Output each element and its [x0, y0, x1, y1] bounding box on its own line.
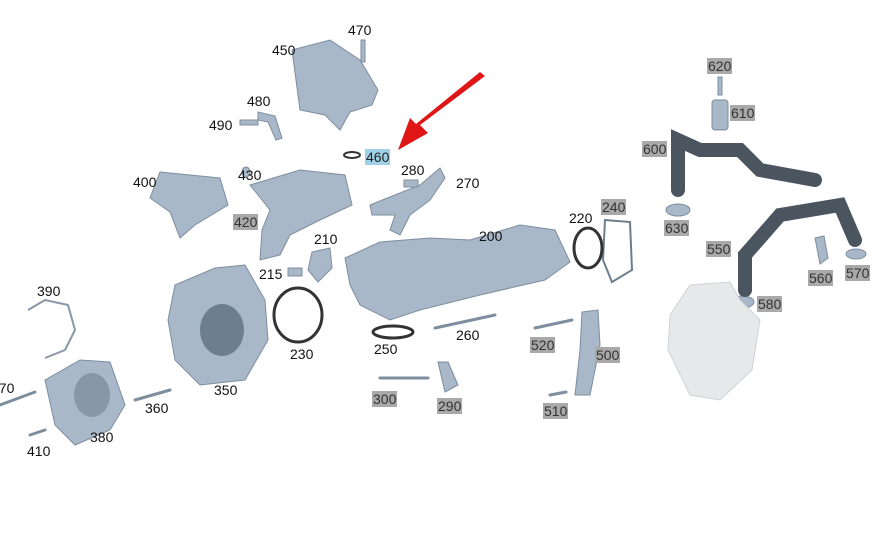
label-620: 620 [707, 58, 733, 74]
label-240: 240 [601, 199, 627, 215]
label-610: 610 [730, 105, 756, 121]
label-560: 560 [808, 270, 834, 286]
label-490: 490 [209, 117, 233, 133]
label-360: 360 [145, 400, 169, 416]
part-420-bracket [249, 169, 353, 261]
label-450: 450 [272, 42, 296, 58]
part-560-clamp [814, 235, 829, 265]
part-620-bolt [717, 76, 723, 96]
label-280: 280 [401, 162, 425, 178]
part-570-clamp [845, 248, 867, 260]
part-220-gasket-ring [572, 226, 604, 270]
part-390-wire-clip [27, 298, 77, 359]
label-215: 215 [259, 266, 283, 282]
part-430-nut [241, 166, 251, 178]
part-460-seal [343, 151, 361, 159]
label-220: 220 [569, 210, 593, 226]
label-350: 350 [214, 382, 238, 398]
label-550: 550 [706, 241, 732, 257]
part-630-clamp [665, 203, 691, 217]
part-215-bolt [287, 267, 303, 277]
label-600: 600 [642, 141, 668, 157]
part-290-bracket [437, 361, 459, 393]
part-550-hose [738, 197, 862, 297]
part-240-gasket [601, 218, 634, 284]
part-600-hose [671, 129, 822, 197]
label-200: 200 [479, 228, 503, 244]
label-630: 630 [664, 220, 690, 236]
part-pump [667, 281, 761, 401]
part-480-bracket [257, 111, 283, 141]
part-510-bolt [548, 390, 568, 397]
part-370-bolt [0, 390, 37, 407]
label-270: 270 [456, 175, 480, 191]
label-460: 460 [365, 149, 391, 165]
label-380: 380 [90, 429, 114, 445]
label-410: 410 [27, 443, 51, 459]
part-410-bolt [28, 428, 47, 437]
label-300: 300 [372, 391, 398, 407]
label-470: 470 [348, 22, 372, 38]
label-420: 420 [233, 214, 259, 230]
part-520-bolt [533, 318, 574, 330]
label-510: 510 [543, 403, 569, 419]
label-370: 370 [0, 380, 15, 396]
housing-bore [74, 373, 110, 417]
label-430: 430 [238, 167, 262, 183]
label-260: 260 [456, 327, 480, 343]
part-280-bolt [403, 179, 419, 188]
part-360-bolt [133, 388, 172, 402]
part-270-bracket [369, 167, 446, 236]
part-610-clamp [711, 99, 729, 131]
part-500-bracket [574, 309, 601, 396]
label-390: 390 [37, 283, 61, 299]
part-210-sensor [307, 247, 333, 283]
label-500: 500 [595, 347, 621, 363]
label-520: 520 [530, 337, 556, 353]
part-490-bolt [239, 119, 259, 126]
label-580: 580 [757, 296, 783, 312]
throttle-bore [200, 304, 244, 356]
part-470-bolt [360, 39, 366, 63]
label-290: 290 [437, 398, 463, 414]
part-260-bolt [433, 313, 497, 330]
label-250: 250 [374, 341, 398, 357]
part-400-bracket [149, 171, 229, 239]
label-230: 230 [290, 346, 314, 362]
part-450-reservoir [291, 39, 379, 131]
part-230-gasket-ring [272, 286, 324, 344]
label-480: 480 [247, 93, 271, 109]
label-570: 570 [845, 265, 871, 281]
part-200-egr-cooler [344, 224, 571, 321]
part-250-seal [371, 324, 415, 340]
highlight-arrow [398, 72, 485, 150]
label-210: 210 [314, 231, 338, 247]
label-400: 400 [133, 174, 157, 190]
